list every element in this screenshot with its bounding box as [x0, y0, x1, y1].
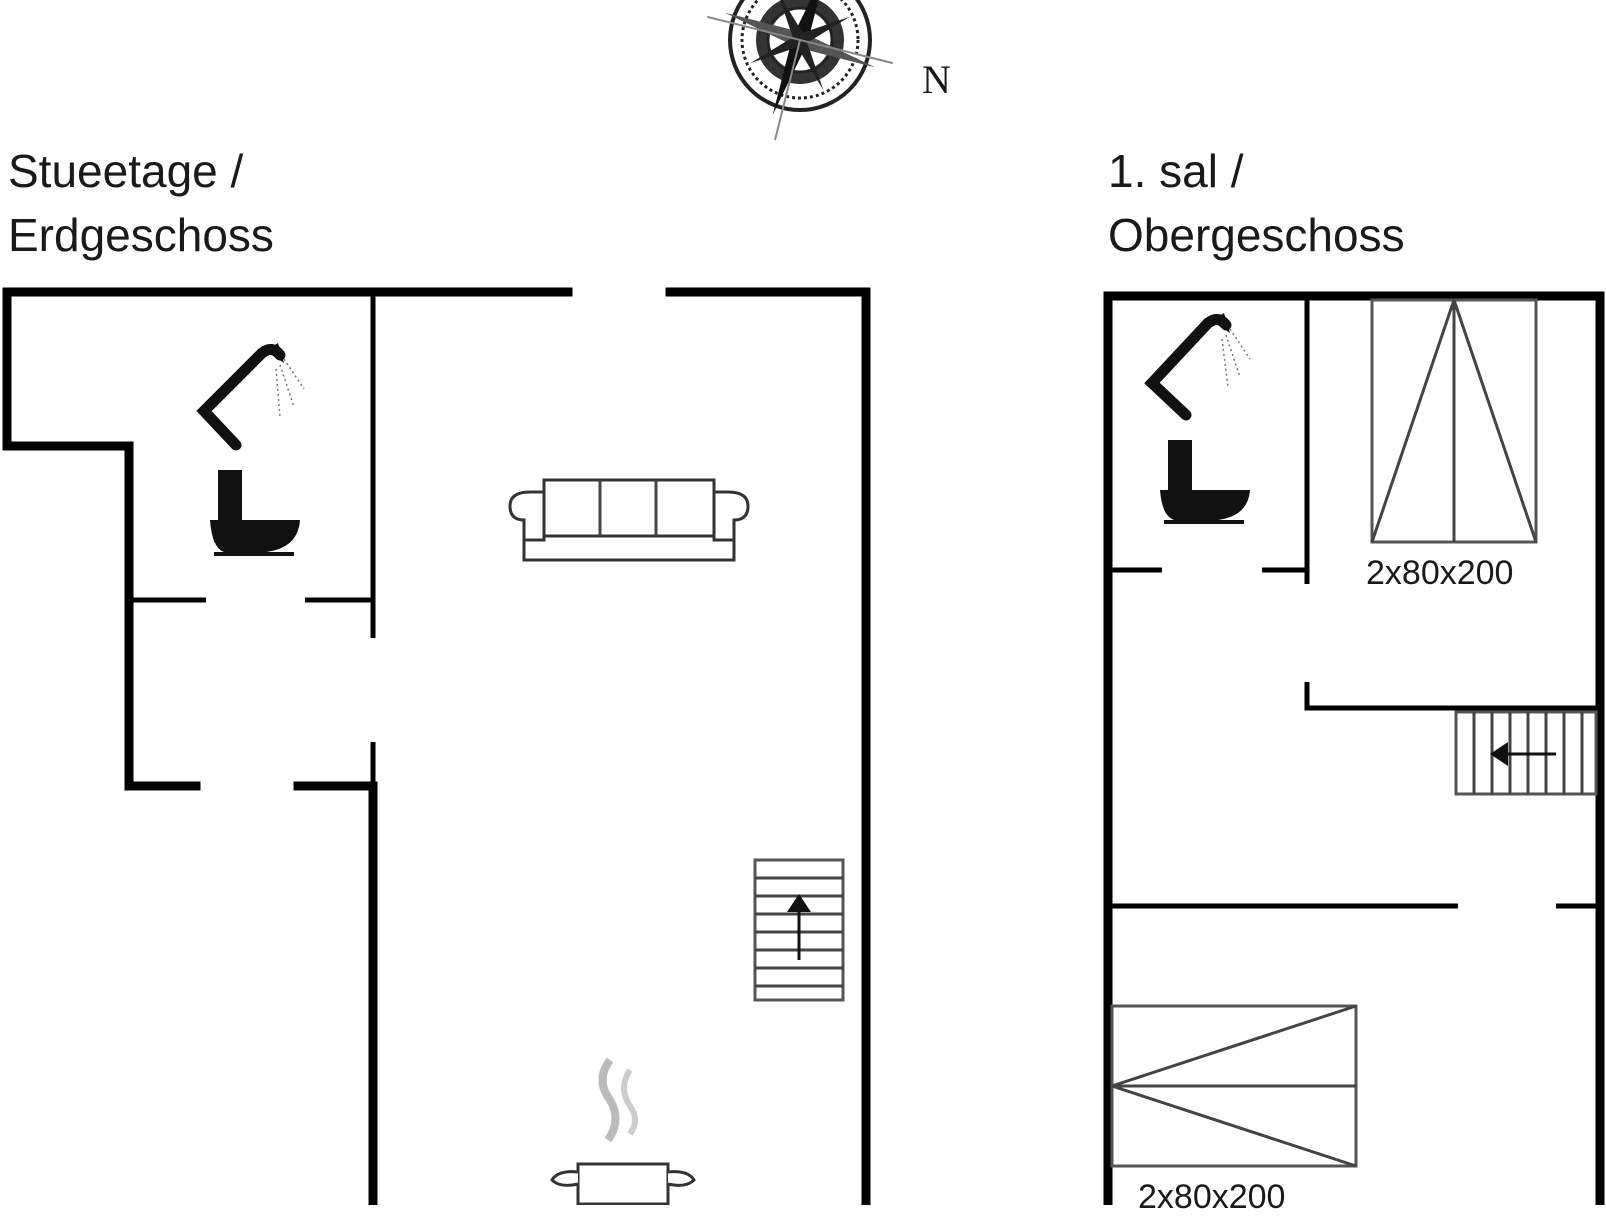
ground-floor-title-line1: Stueetage /: [8, 145, 244, 197]
bed-size-label: 2x80x200: [1138, 1178, 1286, 1216]
first-floor-title-line1: 1. sal /: [1108, 145, 1244, 197]
stairs-icon: [753, 858, 845, 1002]
shower-icon: [196, 343, 305, 451]
ground-floor-title-line2: Erdgeschoss: [8, 209, 274, 261]
sofa-icon: [508, 478, 750, 562]
toilet-icon: [1160, 440, 1250, 524]
stairs-icon: [1454, 710, 1598, 796]
compass-rose-icon: [707, 0, 893, 141]
shower-icon: [1144, 313, 1251, 421]
bed-icon: [1110, 1004, 1358, 1168]
stove-icon: [550, 1057, 696, 1205]
bed-icon: [1370, 298, 1538, 544]
toilet-icon: [210, 470, 300, 556]
bed-size-label: 2x80x200: [1366, 554, 1514, 592]
ground-floor-walls: [2, 287, 871, 1205]
first-floor-title-line2: Obergeschoss: [1108, 209, 1405, 261]
first-floor-walls: [1103, 291, 1605, 1205]
north-label: N: [922, 57, 951, 102]
